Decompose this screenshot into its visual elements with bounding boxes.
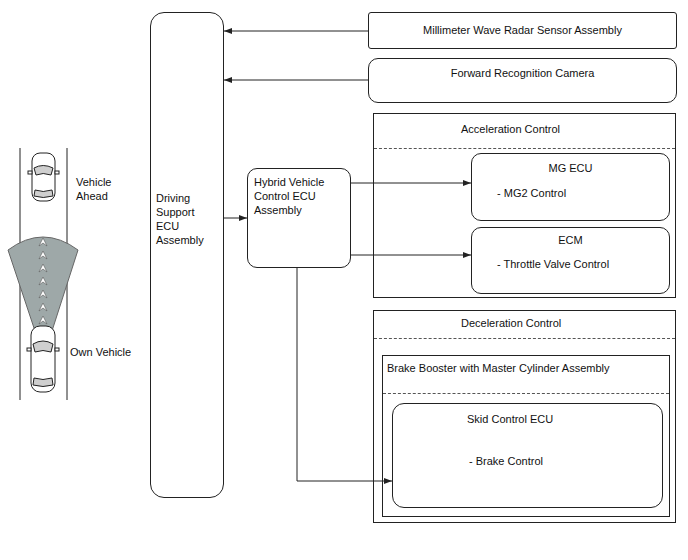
signal-arrow: [224, 31, 368, 32]
detection-chevrons: [39, 238, 47, 324]
vehicle-label: Own Vehicle: [70, 345, 150, 359]
signal-arrow: [297, 268, 392, 481]
node-title: Skid Control ECU: [467, 412, 657, 426]
node-title: Hybrid Vehicle Control ECU Assembly: [254, 175, 346, 217]
assembly-box: Brake Booster with Master Cylinder Assem…: [382, 355, 670, 517]
camera-box: Forward Recognition Camera: [368, 58, 677, 103]
signal-arrow: [224, 80, 368, 81]
signal-arrow: [351, 255, 471, 256]
divider-line: [374, 148, 675, 149]
ecu-box: Driving Support ECU Assembly: [150, 12, 224, 498]
ecu-box: ECM - Throttle Valve Control: [471, 227, 670, 294]
control-group: Deceleration ControlBrake Booster with M…: [373, 310, 676, 523]
own-vehicle-car: [27, 326, 59, 392]
node-title: Brake Booster with Master Cylinder Assem…: [387, 361, 665, 375]
node-title: Acceleration Control: [461, 122, 661, 136]
ecu-box: Hybrid Vehicle Control ECU Assembly: [247, 168, 351, 268]
signal-arrow: [224, 218, 247, 219]
node-title: Deceleration Control: [461, 316, 661, 330]
vehicle-label: Vehicle Ahead: [76, 175, 124, 203]
ecu-box: Skid Control ECU - Brake Control: [392, 403, 663, 508]
control-group: Acceleration Control MG ECU - MG2 ControlE…: [373, 113, 676, 298]
divider-line: [374, 338, 675, 339]
node-title: Millimeter Wave Radar Sensor Assembly: [369, 23, 676, 37]
divider-line: [383, 393, 669, 394]
node-detail: - MG2 Control: [497, 186, 667, 200]
sensor-box: Millimeter Wave Radar Sensor Assembly: [368, 12, 677, 49]
node-title: MG ECU: [472, 161, 669, 175]
node-title: ECM: [472, 233, 669, 247]
node-title: Driving Support ECU Assembly: [156, 191, 218, 247]
node-detail: - Brake Control: [469, 454, 649, 468]
node-detail: - Throttle Valve Control: [497, 257, 667, 271]
vehicle-ahead-car: [28, 153, 59, 201]
node-title: Forward Recognition Camera: [369, 66, 676, 80]
radar-cone: [8, 237, 78, 334]
signal-arrow: [351, 183, 471, 184]
ecu-box: MG ECU - MG2 Control: [471, 153, 670, 221]
